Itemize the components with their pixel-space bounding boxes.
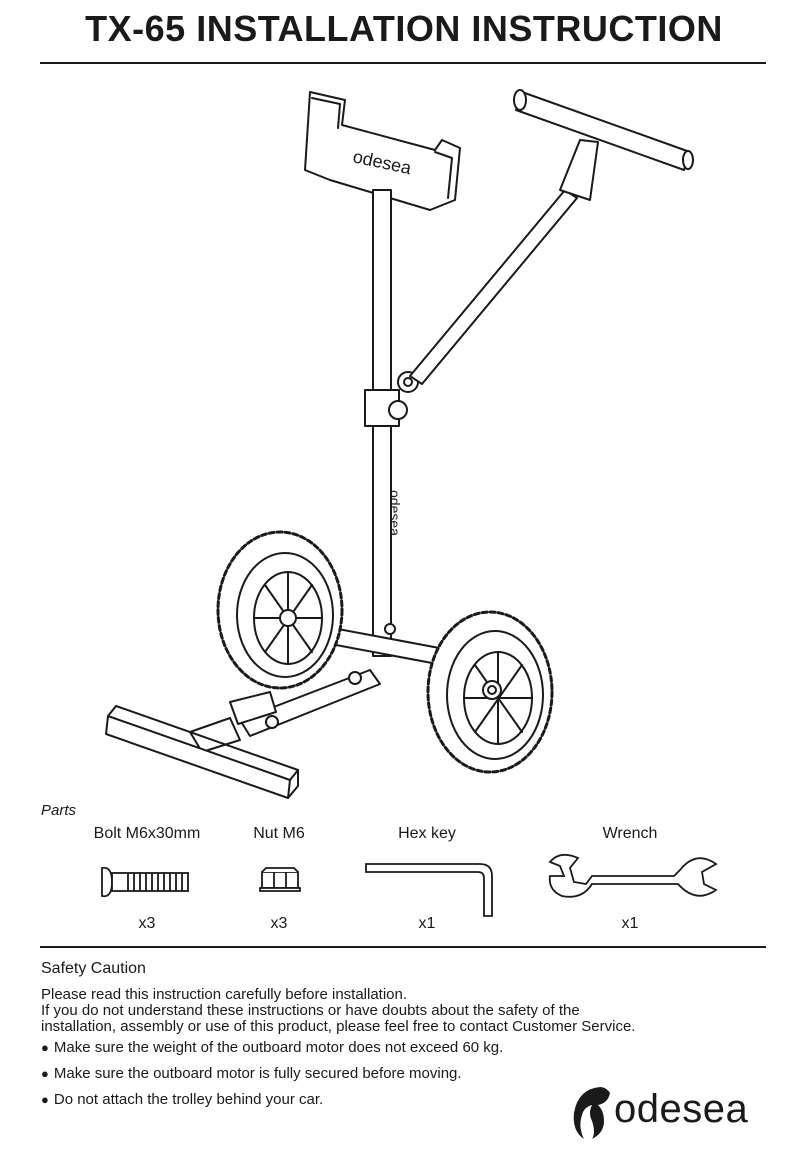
nut-icon: [259, 867, 301, 892]
safety-bullet: ● Do not attach the trolley behind your c…: [41, 1092, 503, 1108]
safety-bullet: ● Make sure the outboard motor is fully s…: [41, 1066, 503, 1082]
part-name: Hex key: [398, 825, 456, 842]
bullet-dot-icon: ●: [41, 1040, 49, 1055]
horse-head-logo-icon: [573, 1087, 610, 1139]
part-nut-qty: x3: [234, 915, 324, 933]
safety-bullet-list: ● Make sure the weight of the outboard mo…: [41, 1040, 503, 1118]
part-bolt-qty: x3: [82, 915, 212, 933]
intro-line: Please read this instruction carefully b…: [41, 986, 408, 1003]
trolley-illustration: odesea odesea: [105, 89, 694, 799]
safety-intro: Please read this instruction carefully b…: [41, 987, 761, 1035]
bullet-text: Do not attach the trolley behind your ca…: [53, 1091, 324, 1108]
part-bolt: Bolt M6x30mm: [82, 825, 212, 843]
section-divider: [40, 946, 766, 948]
parts-heading: Parts: [41, 802, 77, 819]
part-name: Wrench: [602, 825, 658, 842]
intro-line: If you do not understand these instructi…: [41, 1002, 580, 1019]
page-title: TX-65 INSTALLATION INSTRUCTION: [85, 8, 723, 49]
bullet-dot-icon: ●: [41, 1066, 49, 1081]
footer-logo-text: odesea: [614, 1087, 749, 1131]
safety-title: Safety Caution: [41, 960, 146, 977]
intro-line: installation, assembly or use of this pr…: [41, 1018, 636, 1035]
bullet-text: Make sure the weight of the outboard mot…: [53, 1039, 504, 1056]
safety-bullet: ● Make sure the weight of the outboard mo…: [41, 1040, 503, 1056]
part-nut: Nut M6: [234, 825, 324, 843]
wrench-icon: [548, 853, 718, 898]
part-qty: x3: [138, 915, 156, 932]
part-hex-key-qty: x1: [372, 915, 482, 933]
part-qty: x3: [270, 915, 288, 932]
header-divider: [40, 62, 766, 64]
part-wrench-qty: x1: [570, 915, 690, 933]
part-qty: x1: [621, 915, 639, 932]
hex-key-icon: [365, 863, 493, 917]
part-hex-key: Hex key: [372, 825, 482, 843]
part-wrench: Wrench: [570, 825, 690, 843]
bolt-icon: [101, 866, 189, 898]
bullet-text: Make sure the outboard motor is fully se…: [53, 1065, 462, 1082]
part-name: Bolt M6x30mm: [93, 825, 201, 842]
part-qty: x1: [418, 915, 436, 932]
bullet-dot-icon: ●: [41, 1092, 49, 1107]
part-name: Nut M6: [253, 825, 305, 842]
pole-logo-text: odesea: [387, 490, 403, 536]
